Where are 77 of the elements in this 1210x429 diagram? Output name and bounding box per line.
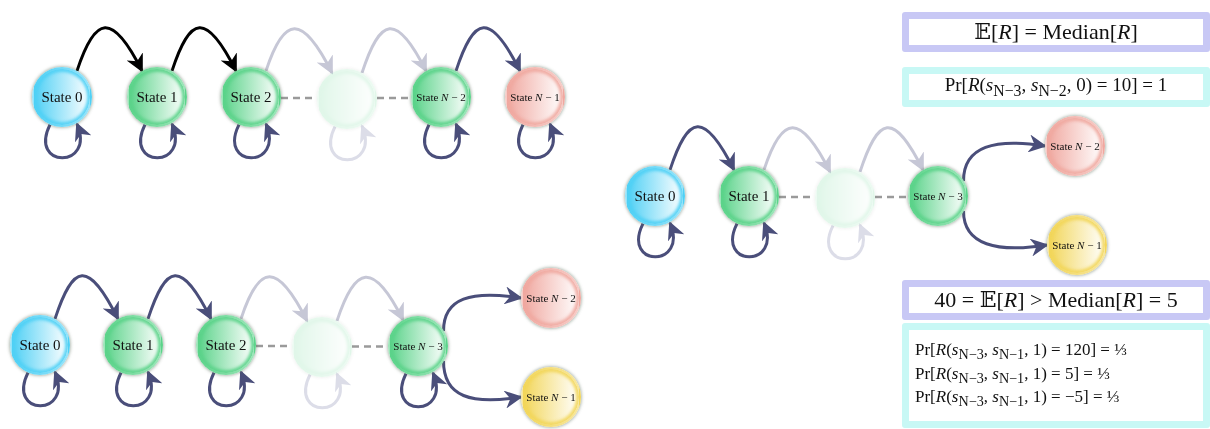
- transition-arrow: [335, 275, 405, 322]
- transition-arrow: [858, 126, 925, 173]
- transition-arrow: [75, 26, 144, 73]
- dashed-line: [875, 195, 908, 199]
- state-label: State 2: [205, 336, 247, 354]
- state-circle: [32, 67, 92, 127]
- self-loop-arrow: [517, 122, 564, 160]
- state-label: State 1: [112, 336, 154, 354]
- state-circle: [521, 367, 581, 427]
- state-circle: [388, 316, 448, 376]
- self-loop-arrow: [44, 122, 91, 160]
- equation-text: Pr[R(s$_{N−3}$, s$_{N−2}$, 0) = 10] = 1: [944, 74, 1168, 100]
- transition-arrow: [442, 286, 523, 332]
- equation-text: Pr[R(s$_{N−3}$, s$_{N−1}$, 1) = 120] = ⅓: [915, 340, 1127, 364]
- state-circle: [625, 166, 685, 226]
- self-loop-arrow: [731, 221, 778, 259]
- state-circle: [719, 166, 779, 226]
- equation-text: 𝔼[R] = Median[R]: [974, 19, 1138, 45]
- equation-box: [902, 280, 1210, 320]
- self-loop-arrow: [208, 370, 255, 408]
- faded-state-circle: [815, 168, 875, 228]
- equation-box: [902, 323, 1210, 428]
- state-label: State 2: [230, 88, 272, 106]
- self-loop-arrow: [304, 372, 351, 410]
- transition-arrow: [762, 126, 832, 174]
- state-label: State N − 1: [1052, 239, 1102, 251]
- equation-text: Pr[R(s$_{N−3}$, s$_{N−1}$, 1) = −5] = ⅓: [915, 387, 1120, 411]
- state-circle: [908, 166, 968, 226]
- state-label: State 0: [41, 88, 83, 106]
- state-circle: [196, 315, 256, 375]
- transition-arrow: [962, 134, 1047, 182]
- transition-arrow: [264, 27, 334, 75]
- state-circle: [505, 67, 565, 127]
- state-label: State N − 2: [526, 292, 576, 304]
- transition-arrow: [53, 274, 120, 321]
- transition-arrow: [170, 26, 238, 73]
- self-loop-arrow: [827, 223, 874, 261]
- state-circle: [521, 268, 581, 328]
- self-loop-arrow: [637, 221, 684, 259]
- state-label: State N − 2: [1050, 140, 1100, 152]
- state-circle: [1045, 116, 1105, 176]
- state-label: State 1: [728, 187, 770, 205]
- equation-box: [902, 67, 1210, 107]
- self-loop-arrow: [115, 370, 162, 408]
- transition-arrow: [146, 274, 213, 321]
- state-circle: [411, 67, 471, 127]
- state-label: State N − 2: [416, 91, 466, 103]
- self-loop-arrow: [139, 122, 186, 160]
- self-loop-arrow: [233, 122, 280, 160]
- state-circle: [127, 67, 187, 127]
- state-label: State 0: [634, 187, 676, 205]
- state-label: State N − 1: [526, 391, 576, 403]
- transition-arrow: [360, 27, 428, 74]
- transition-arrow: [239, 275, 309, 323]
- state-label: State 0: [19, 336, 61, 354]
- state-circle: [10, 315, 70, 375]
- transition-arrow: [454, 26, 522, 73]
- faded-state-circle: [317, 69, 377, 129]
- equation-text: Pr[R(s$_{N−3}$, s$_{N−1}$, 1) = 5] = ⅓: [915, 363, 1110, 388]
- state-label: State N − 3: [393, 340, 443, 352]
- state-circle: [103, 315, 163, 375]
- self-loop-arrow: [329, 124, 376, 162]
- transition-arrow: [668, 125, 736, 172]
- faded-state-circle: [292, 317, 352, 377]
- state-circle: [221, 67, 281, 127]
- dashed-line: [377, 96, 411, 100]
- self-loop-arrow: [423, 122, 470, 160]
- state-label: State 1: [136, 88, 178, 106]
- transition-arrow: [962, 210, 1049, 257]
- state-circle: [1047, 215, 1107, 275]
- state-label: State N − 1: [510, 91, 560, 103]
- self-loop-arrow: [400, 371, 447, 409]
- self-loop-arrow: [22, 370, 69, 408]
- state-label: State N − 3: [913, 190, 963, 202]
- transition-arrow: [442, 360, 523, 409]
- equation-text: 40 = 𝔼[R] > Median[R] = 5: [934, 287, 1178, 313]
- equation-box: [902, 12, 1210, 52]
